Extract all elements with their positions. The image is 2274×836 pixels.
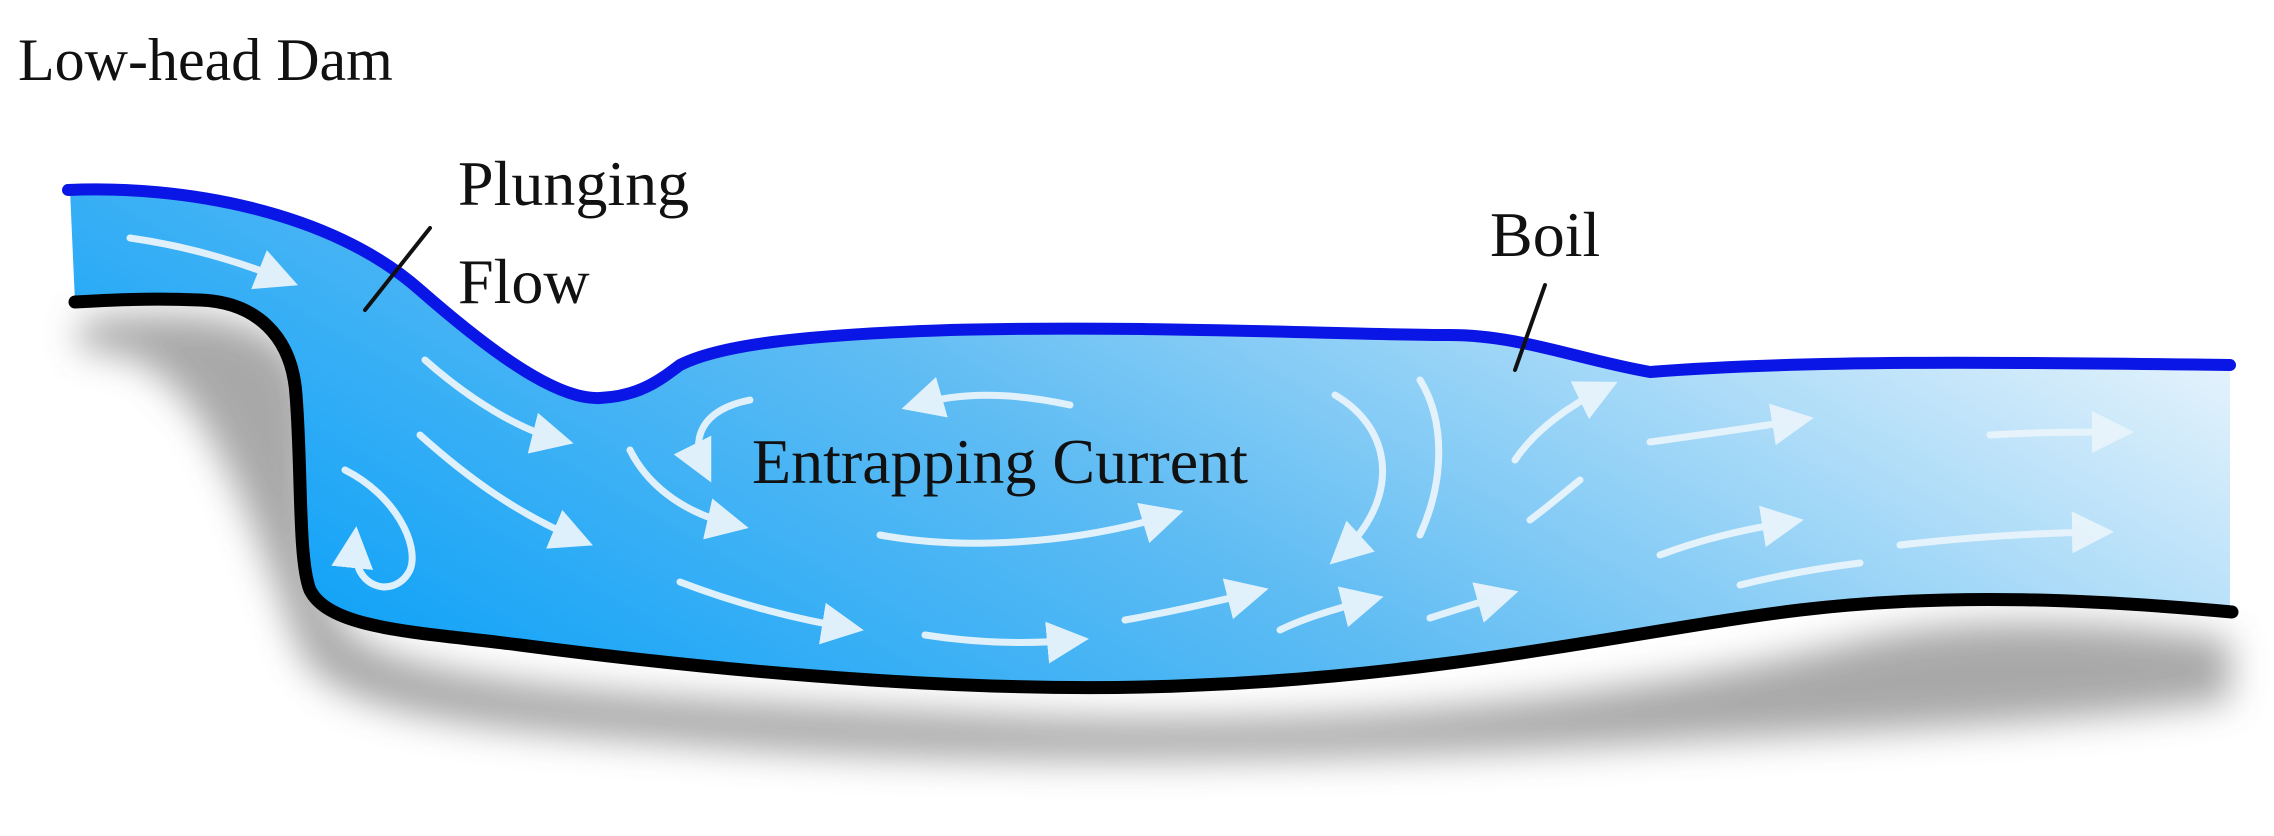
arrow-downstream-1 [1646, 403, 1814, 446]
arrow-eddy-lower-left [626, 446, 749, 540]
arrow-downstream-3 [1736, 559, 1864, 589]
arrow-eddy-left [673, 396, 754, 483]
boil-leader-line [1513, 283, 1547, 372]
arrow-bed-3 [1121, 578, 1269, 624]
arrow-boil-2 [1526, 476, 1584, 524]
arrow-bed-2 [921, 621, 1089, 664]
arrow-plunge-2 [416, 431, 593, 549]
entrapping-current-label: Entrapping Current [752, 426, 1248, 497]
arrow-eddy-top [901, 377, 1074, 418]
arrow-bed-5 [1426, 582, 1519, 623]
arrow-bed-1 [676, 578, 864, 645]
arrow-corner-eddy [331, 466, 416, 591]
arrow-eddy-right [1329, 391, 1387, 565]
water-body [70, 189, 2230, 688]
arrow-bed-4 [1276, 586, 1384, 634]
arrow-boil-1 [1511, 381, 1618, 464]
boil-label: Boil [1490, 199, 1600, 270]
arrow-plunge-1 [421, 356, 574, 454]
water-surface-line [62, 183, 2236, 405]
diagram-title: Low-head Dam [18, 27, 393, 93]
arrow-downstream-5 [1896, 511, 2114, 554]
arrow-eddy-bottom [876, 502, 1184, 547]
arrow-downstream-4 [1986, 411, 2134, 454]
plunging-flow-label-line1: Plunging [458, 148, 689, 219]
arrow-upstream [126, 234, 298, 290]
plunging-flow-leader-line [363, 226, 432, 312]
plunging-flow-label-line2: Flow [458, 246, 590, 317]
arrow-downstream-2 [1656, 505, 1804, 559]
dam-and-bed-line [68, 292, 2239, 695]
flow-arrows [126, 234, 2134, 664]
arrow-eddy-up [1416, 376, 1443, 539]
